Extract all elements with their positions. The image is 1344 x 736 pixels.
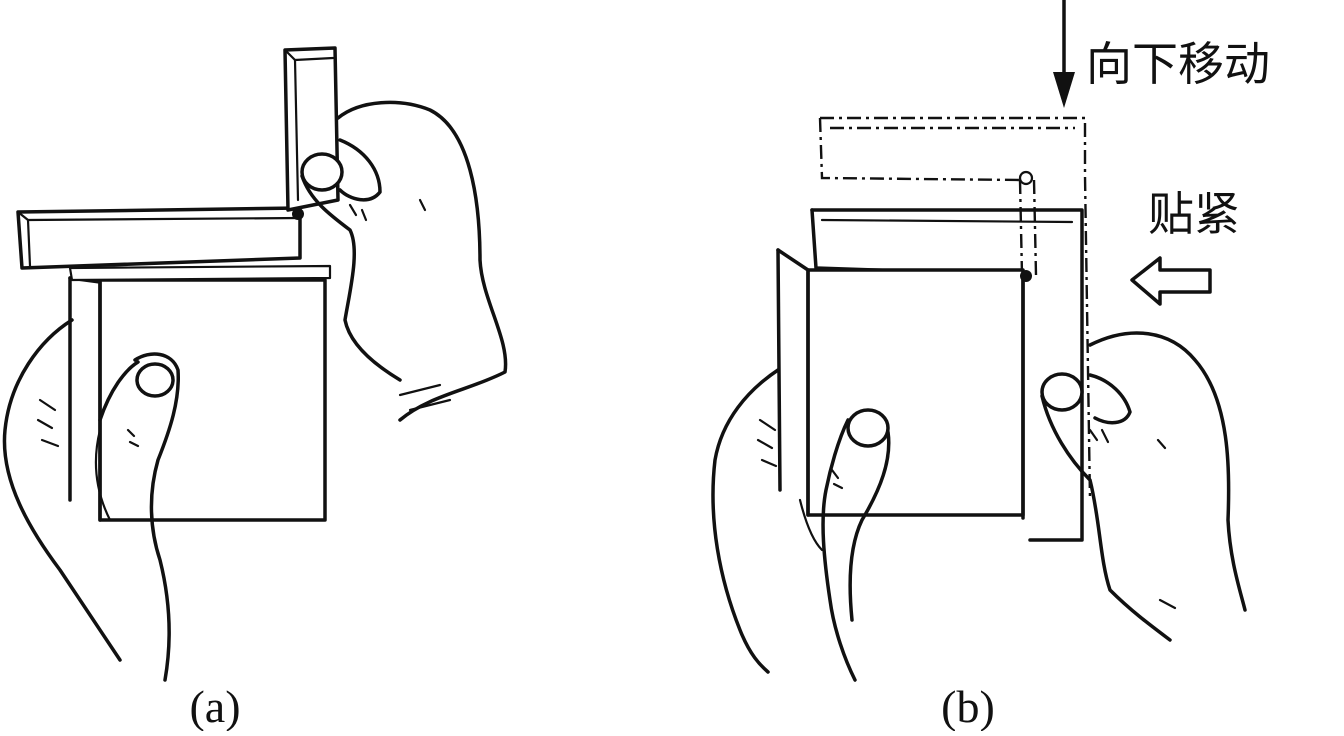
label-press-tight: 贴紧 (1148, 187, 1240, 241)
arrow-down-icon (1053, 0, 1075, 108)
arrow-left-icon (1130, 256, 1212, 306)
panel-a: (a) (2, 46, 508, 732)
right-hand-a (300, 100, 508, 422)
left-hand-b (711, 368, 891, 682)
left-hand-a (2, 318, 180, 682)
panel-b: 向下移动 贴紧 (711, 0, 1270, 732)
caption-a: (a) (189, 681, 240, 731)
caption-b: (b) (941, 681, 995, 731)
label-move-down: 向下移动 (1086, 37, 1270, 91)
workpiece-block-a (68, 276, 327, 522)
right-hand-b (1040, 331, 1247, 642)
try-square-previous-position (818, 116, 1092, 501)
workpiece-block-b (776, 208, 1084, 542)
try-square-blade-a (16, 206, 332, 282)
